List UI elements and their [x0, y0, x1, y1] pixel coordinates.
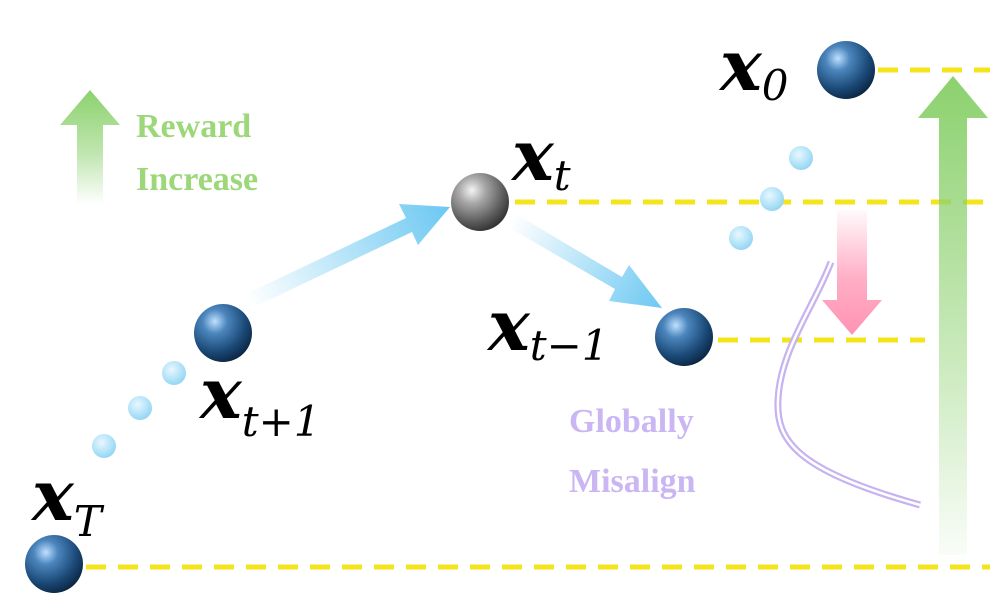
annotation-line-1: Globally [569, 403, 694, 440]
label-xt-plus-1: xt+1 [198, 352, 321, 446]
ball-x0 [817, 41, 875, 99]
misalign-curve-inner [776, 261, 921, 507]
label-xt-minus-1: xt−1 [486, 284, 609, 370]
step-arrow-to-xt [244, 204, 450, 309]
reward-increase-legend: Reward Increase [60, 90, 258, 205]
legend-line-1: Reward [136, 108, 251, 145]
ball-xt-plus-1 [194, 304, 252, 362]
label-xT: xT [30, 454, 105, 546]
ball-xt-minus-1 [655, 308, 713, 366]
reward-drop-arrow [822, 210, 882, 335]
label-x0: x0 [718, 24, 788, 110]
step-arrow-to-xt-minus-1 [508, 214, 662, 308]
ball-xT [25, 535, 83, 593]
overall-reward-arrow [918, 76, 988, 555]
label-xt: xt [510, 114, 571, 200]
up-arrow-icon [60, 90, 120, 205]
trajectory-dot [760, 187, 784, 211]
trajectory-dot [128, 396, 152, 420]
ball-xt [451, 173, 509, 231]
trajectory-dot [92, 434, 116, 458]
trajectory-dot [789, 146, 813, 170]
trajectory-dot [729, 226, 753, 250]
legend-line-2: Increase [136, 161, 258, 198]
trajectory-dot [162, 361, 186, 385]
annotation-line-2: Misalign [569, 463, 696, 500]
